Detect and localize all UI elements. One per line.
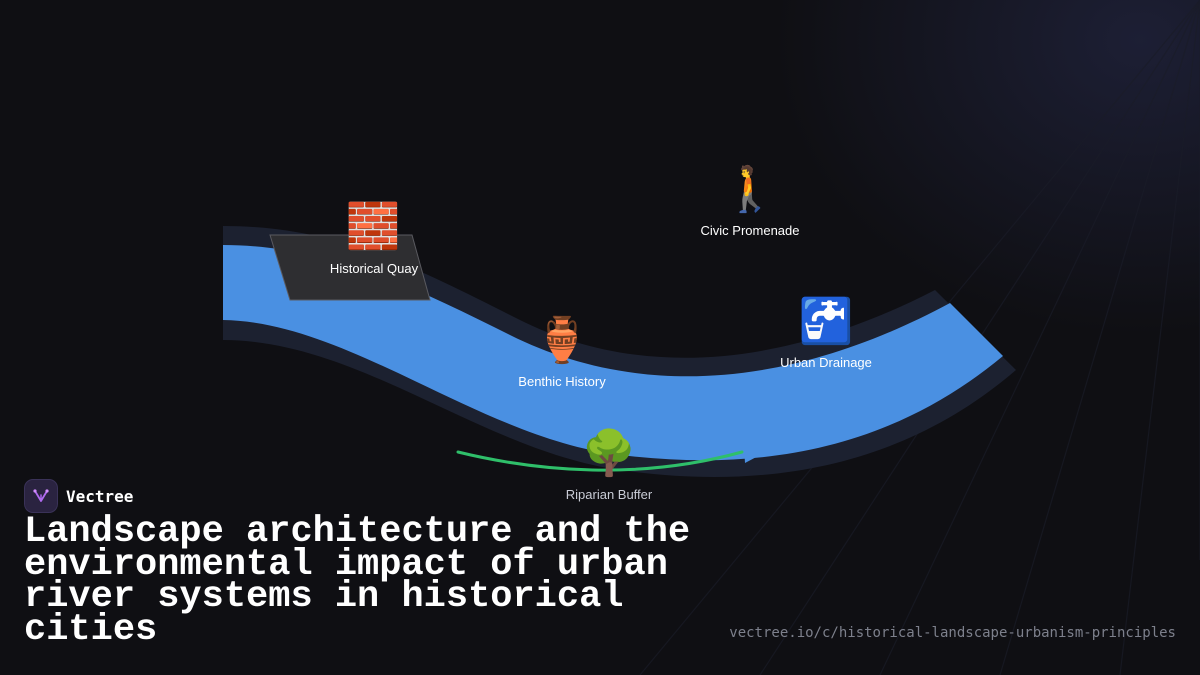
amphora-icon: 🏺 xyxy=(534,315,590,366)
brand: Vectree xyxy=(24,479,133,513)
brand-name: Vectree xyxy=(66,486,134,506)
source-url: vectree.io/c/historical-landscape-urbani… xyxy=(729,625,1176,641)
riparian-buffer-label: Riparian Buffer xyxy=(565,487,653,502)
historical-quay-label: Historical Quay xyxy=(329,261,419,276)
page-title: Landscape architecture and the environme… xyxy=(24,511,691,651)
brick-icon: 🧱 xyxy=(345,201,401,252)
urban-drainage-label: Urban Drainage xyxy=(780,355,872,370)
benthic-history-label: Benthic History xyxy=(518,374,606,389)
water-tap-icon: 🚰 xyxy=(798,296,854,347)
quay-platform xyxy=(269,234,431,301)
tree-icon: 🌳 xyxy=(581,428,637,479)
riparian-buffer-line xyxy=(456,450,744,472)
walking-person-icon: 🚶 xyxy=(722,164,778,215)
flow-arrow xyxy=(744,448,762,463)
vectree-logo-icon xyxy=(24,479,58,513)
civic-promenade-label: Civic Promenade xyxy=(700,223,800,238)
